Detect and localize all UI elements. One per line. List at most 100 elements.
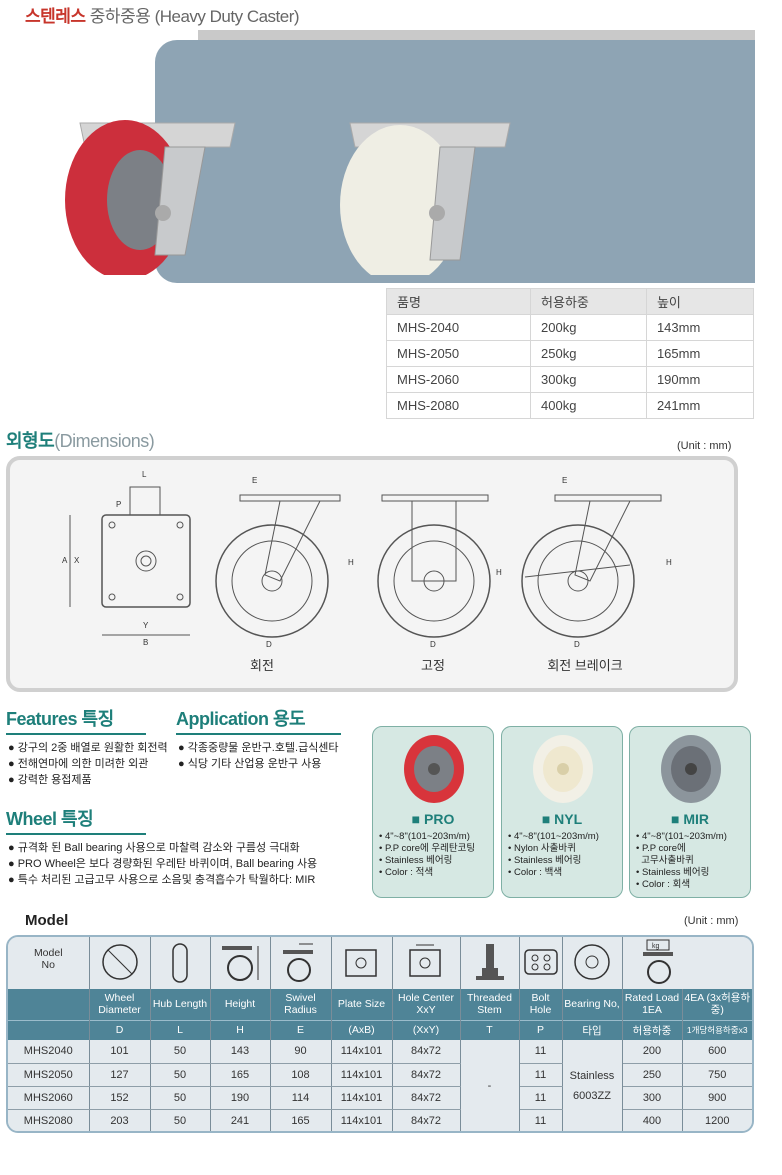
svg-text:kg: kg <box>652 943 660 950</box>
header-cell <box>8 989 90 1020</box>
code-cell: L <box>150 1019 211 1040</box>
code-cell: H <box>210 1019 271 1040</box>
cell: 152 <box>89 1086 151 1110</box>
wheel-card-mir: ■ MIR • 4"~8"(101~203m/m)• P.P core에 고무사… <box>629 726 751 898</box>
header-cell: 허용하중 <box>530 288 647 315</box>
cell: 114 <box>270 1086 332 1110</box>
cell: 90 <box>270 1040 332 1064</box>
nyl-wheel-image <box>533 735 593 803</box>
code-cell: D <box>89 1019 151 1040</box>
list-item: • P.P core에 <box>636 843 686 854</box>
code-cell: T <box>460 1019 520 1040</box>
list-item: ● PRO Wheel은 보다 경량화된 우레탄 바퀴이며, Ball bear… <box>8 858 318 870</box>
cell: 1200 <box>682 1109 752 1131</box>
model-no-label: Model No <box>8 937 90 989</box>
header-cell: Threaded Stem <box>460 989 520 1020</box>
red-caster-photo <box>65 120 236 275</box>
svg-text:E: E <box>252 476 257 485</box>
cell: 190 <box>210 1086 271 1110</box>
cell: 50 <box>150 1063 211 1087</box>
application-list: ● 각종중량물 운반구.호텔.급식센타 ● 식당 기타 산업용 운반구 사용 <box>178 740 339 772</box>
cell: 114x101 <box>331 1086 393 1110</box>
code-cell: (AxB) <box>331 1019 393 1040</box>
caption-swivel: 회전 <box>250 658 274 673</box>
white-caster-photo <box>340 122 511 275</box>
list-item: ● 강력한 용접제품 <box>8 774 92 786</box>
list-item: • 4"~8"(101~203m/m) <box>379 831 470 842</box>
cell: 241 <box>210 1109 271 1131</box>
svg-text:E: E <box>562 476 567 485</box>
top-view-drawing: L A X P Y B <box>62 470 191 647</box>
svg-text:D: D <box>266 640 272 649</box>
list-item: • Stainless 베어링 <box>636 867 710 878</box>
header-cell: 품명 <box>385 288 532 315</box>
decor-strip <box>198 30 755 40</box>
header-cell: Bolt Hole <box>519 989 563 1020</box>
cell: 203 <box>89 1109 151 1131</box>
caption-swivel-brake: 회전 브레이크 <box>547 658 623 673</box>
list-item: • Stainless 베어링 <box>508 855 582 866</box>
list-item: ● 각종중량물 운반구.호텔.급식센타 <box>178 742 339 754</box>
cell: 11 <box>519 1086 563 1110</box>
swivel-drawing: E H D <box>215 476 354 649</box>
bearing-icon <box>562 937 623 989</box>
code-cell: E <box>270 1019 332 1040</box>
code-row: D L H E (AxB) (XxY) T P 타입 허용하중 1개당허용하중x… <box>8 1019 752 1040</box>
cell: 400kg <box>530 392 647 419</box>
code-cell: 허용하중 <box>622 1019 683 1040</box>
cell: 127 <box>89 1063 151 1087</box>
list-item: 고무사출바퀴 <box>636 855 694 866</box>
header-cell: Hole Center XxY <box>392 989 461 1020</box>
threaded-stem-icon <box>460 937 520 989</box>
header-cell: Swivel Radius <box>270 989 332 1020</box>
cell: 300 <box>622 1086 683 1110</box>
page-title: 스텐레스 중하중용 (Heavy Duty Caster) <box>25 7 300 26</box>
list-item: • Color : 적색 <box>379 867 434 878</box>
cell: 165mm <box>645 340 755 367</box>
card-name: ■ NYL <box>541 811 583 827</box>
header-cell: 4EA (3x허용하중) <box>682 989 752 1020</box>
cell: 165 <box>210 1063 271 1087</box>
code-cell: 1개당허용하중x3 <box>682 1019 752 1040</box>
list-item: • P.P core에 우레탄코팅 <box>379 843 476 854</box>
svg-text:H: H <box>348 558 354 567</box>
list-item: ● 식당 기타 산업용 운반구 사용 <box>178 758 322 770</box>
wheel-card-nyl: ■ NYL • 4"~8"(101~203m/m)• Nylon 사출바퀴• S… <box>501 726 623 898</box>
svg-text:H: H <box>496 568 502 577</box>
svg-text:H: H <box>666 558 672 567</box>
cell: 11 <box>519 1063 563 1087</box>
dimensions-unit: (Unit : mm) <box>677 440 732 452</box>
wheel-card-pro: ■ PRO • 4"~8"(101~203m/m)• P.P core에 우레탄… <box>372 726 494 898</box>
cell: 300kg <box>530 366 647 393</box>
svg-text:L: L <box>142 470 147 479</box>
cell: 200kg <box>530 314 647 341</box>
list-item: • Nylon 사출바퀴 <box>508 843 576 854</box>
list-item: ● 강구의 2중 배열로 원활한 회전력 <box>8 742 168 754</box>
list-item: • Color : 백색 <box>508 867 563 878</box>
cell: 250 <box>622 1063 683 1087</box>
bolt-hole-icon <box>519 937 563 989</box>
hub-length-icon <box>150 937 211 989</box>
cell: MHS-2040 <box>385 314 532 341</box>
wheel-title: Wheel 특징 <box>6 805 146 835</box>
header-cell: Height <box>210 989 271 1020</box>
card-name: ■ PRO <box>411 811 455 827</box>
cell: 11 <box>519 1109 563 1131</box>
svg-text:D: D <box>574 640 580 649</box>
cell: 143 <box>210 1040 271 1064</box>
cell: 165 <box>270 1109 332 1131</box>
cell: 114x101 <box>331 1040 393 1064</box>
list-item: ● 규격화 된 Ball bearing 사용으로 마찰력 감소와 구름성 극대… <box>8 842 300 854</box>
threaded-stem-cell: - <box>460 1040 520 1131</box>
cell: MHS-2080 <box>385 392 532 419</box>
header-cell: Wheel Diameter <box>89 989 151 1020</box>
wheel-diameter-icon <box>89 937 151 989</box>
cell: MHS2040 <box>8 1040 90 1064</box>
